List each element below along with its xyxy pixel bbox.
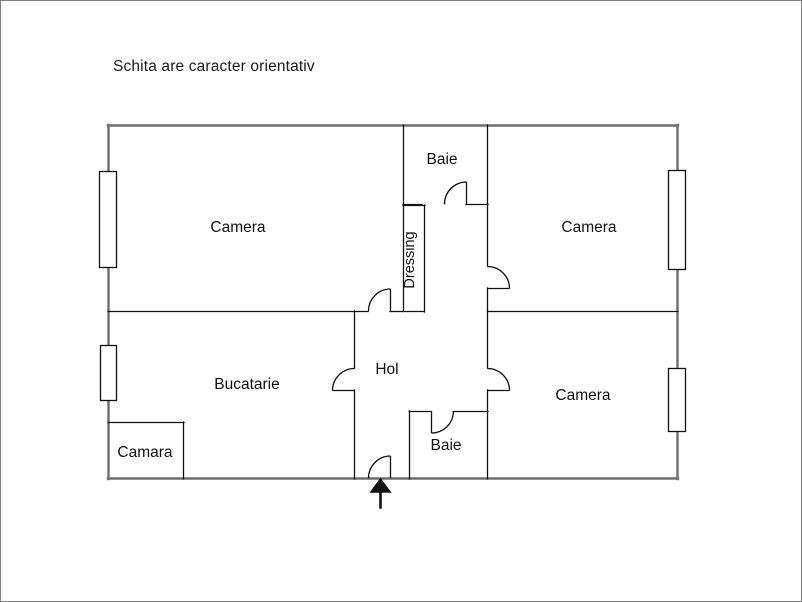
door-camera-top-right-arc bbox=[487, 265, 511, 289]
room-labels: Camera Baie Camera Dressing Bucatarie Ca… bbox=[117, 151, 617, 461]
door-baie-bottom bbox=[430, 411, 455, 434]
door-baie-top-arc bbox=[443, 181, 467, 205]
door-camera-bottom-right bbox=[487, 367, 511, 392]
room-label-camara: Camara bbox=[117, 444, 173, 461]
page-title: Schita are caracter orientativ bbox=[113, 58, 315, 75]
window-left-lower bbox=[99, 344, 118, 402]
room-label-camera-top-right: Camera bbox=[561, 219, 617, 236]
door-entrance bbox=[367, 455, 392, 479]
door-camera-top-left bbox=[367, 288, 392, 312]
room-label-dressing: Dressing bbox=[402, 231, 418, 288]
room-label-camera-bottom-right: Camera bbox=[555, 387, 611, 404]
door-camera-top-left-arc bbox=[367, 288, 391, 312]
entrance-arrow-shape bbox=[369, 477, 392, 509]
windows bbox=[98, 169, 687, 433]
door-baie-top bbox=[443, 181, 468, 205]
interior-walls bbox=[107, 124, 679, 480]
door-camera-bottom-right-arc bbox=[487, 367, 511, 391]
window-right-upper bbox=[667, 169, 687, 271]
door-entrance-arc bbox=[367, 455, 391, 479]
window-right-lower bbox=[667, 367, 687, 433]
doors bbox=[331, 181, 511, 479]
door-camera-top-right bbox=[487, 265, 511, 290]
room-label-baie-bottom: Baie bbox=[430, 437, 461, 454]
door-baie-bottom-arc bbox=[431, 411, 455, 434]
room-label-bucatarie: Bucatarie bbox=[214, 376, 279, 393]
door-bucatarie bbox=[331, 367, 355, 392]
room-label-camera-top-left: Camera bbox=[210, 219, 266, 236]
room-label-hol: Hol bbox=[375, 361, 398, 378]
window-left-upper bbox=[98, 170, 118, 269]
exterior-walls bbox=[106, 123, 680, 481]
room-label-baie-top: Baie bbox=[426, 151, 457, 168]
entrance-arrow bbox=[369, 477, 392, 509]
door-bucatarie-arc bbox=[331, 367, 355, 391]
